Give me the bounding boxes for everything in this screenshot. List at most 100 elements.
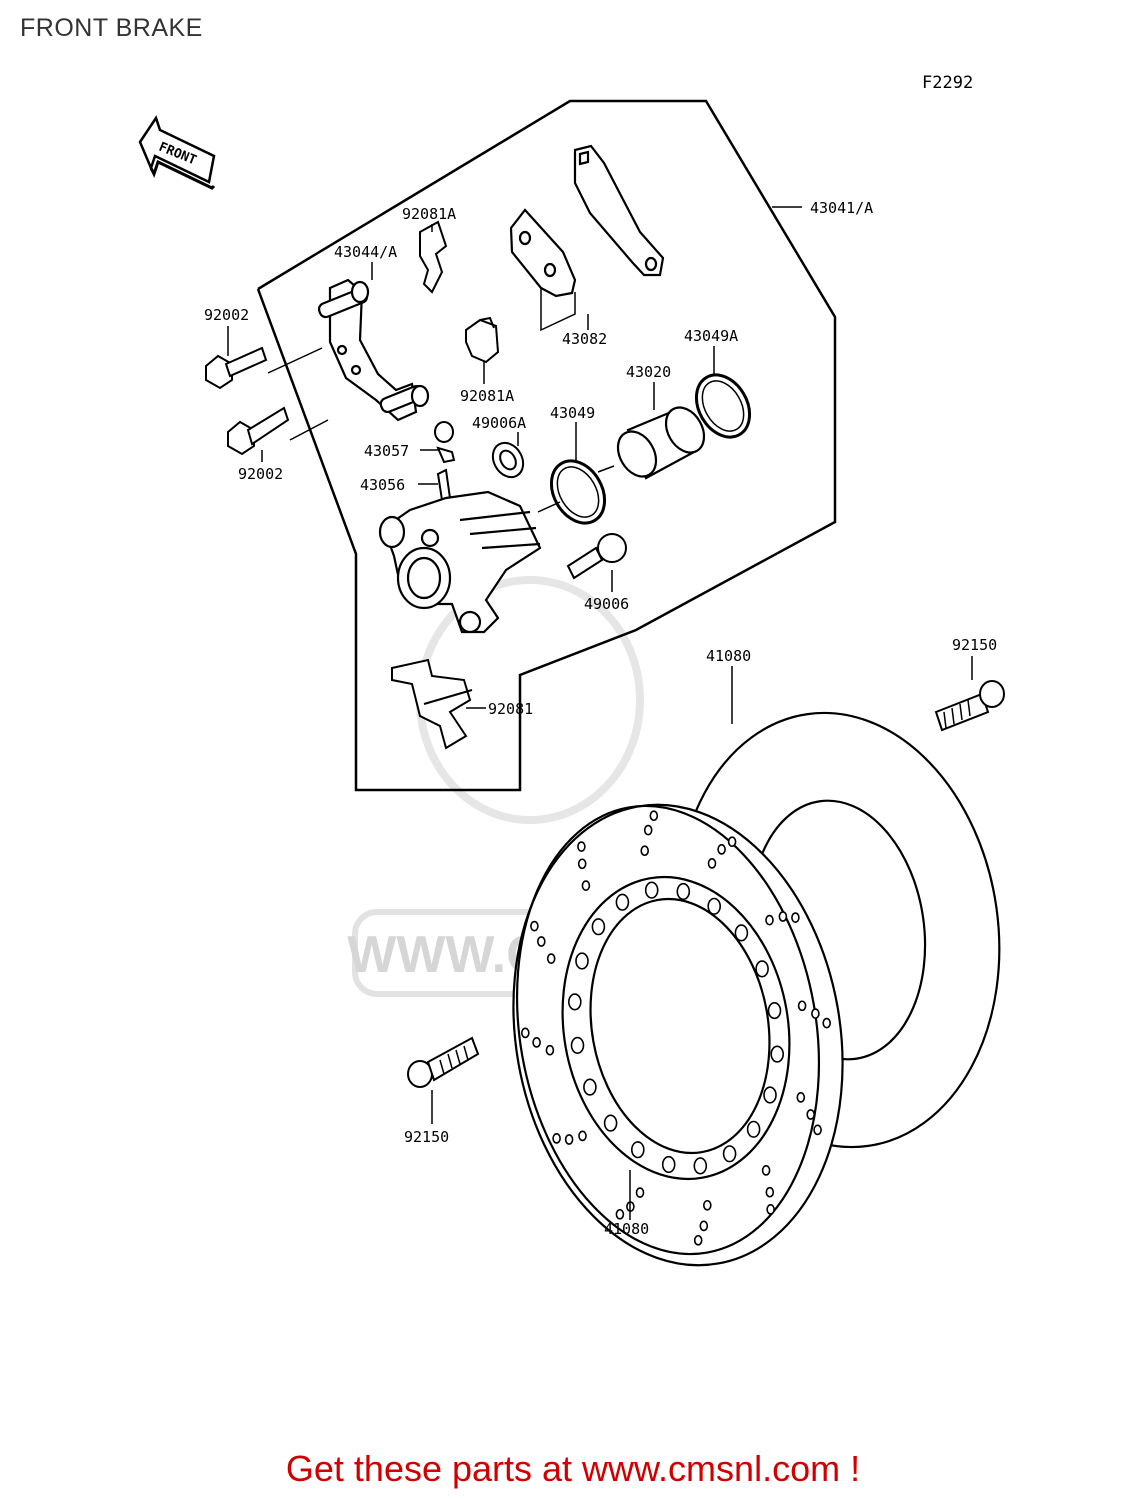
pad-spring-mid-icon <box>465 316 500 364</box>
brake-disc-front-icon <box>512 803 844 1267</box>
drill-hole <box>635 1187 645 1198</box>
drill-hole <box>578 1130 587 1142</box>
part-label: 43044/A <box>334 243 397 261</box>
drill-hole <box>767 1001 782 1020</box>
drill-hole <box>766 1204 775 1215</box>
drill-hole <box>536 936 546 947</box>
drill-hole <box>811 1008 820 1019</box>
bleeder-cap-icon <box>434 421 456 464</box>
drill-hole <box>797 1000 807 1012</box>
part-label: 92081A <box>460 387 514 405</box>
part-label: 92081 <box>488 700 533 718</box>
drill-hole <box>644 881 659 899</box>
drill-hole <box>717 844 726 855</box>
drill-hole <box>649 810 659 822</box>
cta-link[interactable]: Get these parts at www.cmsnl.com ! <box>285 1448 861 1489</box>
drill-hole <box>577 858 587 870</box>
part-label: 43082 <box>562 330 607 348</box>
drill-hole <box>630 1141 645 1159</box>
drill-hole <box>765 1186 775 1198</box>
drill-hole <box>796 1092 806 1103</box>
part-label: 43049 <box>550 404 595 422</box>
part-label: 49006 <box>584 595 629 613</box>
drill-hole <box>727 836 737 848</box>
brake-pad-front-icon <box>509 208 577 298</box>
caliper-assembly-outline <box>256 99 837 792</box>
slide-pin-49006-icon <box>566 533 627 580</box>
drill-hole <box>702 1199 712 1211</box>
drill-hole <box>778 911 788 922</box>
drill-hole <box>643 824 653 836</box>
part-label: 43049A <box>684 327 738 345</box>
page-title: FRONT BRAKE <box>20 14 203 42</box>
drill-hole <box>567 993 582 1011</box>
drill-hole <box>746 1120 761 1138</box>
disc-bolt-right-icon <box>934 680 1005 732</box>
brake-pad-rear-icon <box>573 144 665 277</box>
drill-hole <box>722 1145 737 1163</box>
drill-hole <box>822 1017 832 1029</box>
part-label: 49006A <box>472 414 526 432</box>
part-label: 41080 <box>706 647 751 665</box>
part-label: 43041/A <box>810 199 873 217</box>
drill-hole <box>761 1165 771 1176</box>
drill-hole <box>581 880 591 891</box>
drill-hole <box>693 1157 708 1175</box>
drill-hole <box>770 1045 785 1063</box>
drill-hole <box>577 841 586 852</box>
dust-boot-icon <box>491 441 525 479</box>
caliper-bracket-icon <box>317 278 430 422</box>
drill-hole <box>699 1220 709 1232</box>
bolt-92002-bottom-icon <box>227 406 290 456</box>
drill-hole <box>791 912 800 923</box>
part-label: 41080 <box>604 1220 649 1238</box>
drill-hole <box>615 893 630 911</box>
piston-icon <box>616 406 706 480</box>
part-label: 92150 <box>952 636 997 654</box>
drill-hole <box>552 1133 561 1144</box>
drill-hole <box>765 914 774 926</box>
pad-spring-top-icon <box>419 220 448 294</box>
disc-bolt-left-icon <box>407 1036 480 1088</box>
drill-hole <box>763 1086 777 1104</box>
drill-hole <box>734 924 749 942</box>
caliper-body-icon <box>378 490 542 634</box>
drill-hole <box>545 1044 555 1056</box>
drill-hole <box>813 1124 822 1136</box>
drill-hole <box>575 952 589 970</box>
drill-hole <box>570 1036 585 1054</box>
drill-hole <box>603 1114 618 1132</box>
drill-hole <box>583 1078 597 1096</box>
front-arrow-icon: FRONT <box>138 115 216 190</box>
part-label: 43056 <box>360 476 405 494</box>
drill-hole <box>806 1109 816 1120</box>
drill-hole <box>546 953 556 964</box>
drill-hole <box>640 845 650 857</box>
drill-hole <box>755 960 769 978</box>
figure-code: F2292 <box>922 73 973 93</box>
drill-hole <box>530 920 539 932</box>
seal-ring-43049a-icon <box>694 373 752 439</box>
leader-lines <box>227 206 973 1220</box>
drill-hole <box>564 1134 574 1145</box>
drill-hole <box>676 882 691 901</box>
part-label: 92081A <box>402 205 456 223</box>
drill-hole <box>707 897 722 915</box>
part-label: 43020 <box>626 363 671 381</box>
part-label: 92002 <box>238 465 283 483</box>
part-label: 43057 <box>364 442 409 460</box>
drill-hole <box>693 1234 703 1246</box>
seal-ring-43049-icon <box>549 459 607 525</box>
drill-hole <box>591 918 606 936</box>
part-label: 92150 <box>404 1128 449 1146</box>
drill-hole <box>615 1208 625 1220</box>
disc-drill-holes <box>520 810 832 1246</box>
drill-hole <box>532 1037 541 1048</box>
bolt-92002-top-icon <box>205 346 268 390</box>
part-label: 92002 <box>204 306 249 324</box>
drill-hole <box>520 1027 530 1039</box>
part-labels: 43041/A 92081A 43044/A 92002 43082 43049… <box>204 199 997 1238</box>
bleeder-valve-icon <box>436 468 452 502</box>
pad-group-bracket <box>540 288 576 332</box>
